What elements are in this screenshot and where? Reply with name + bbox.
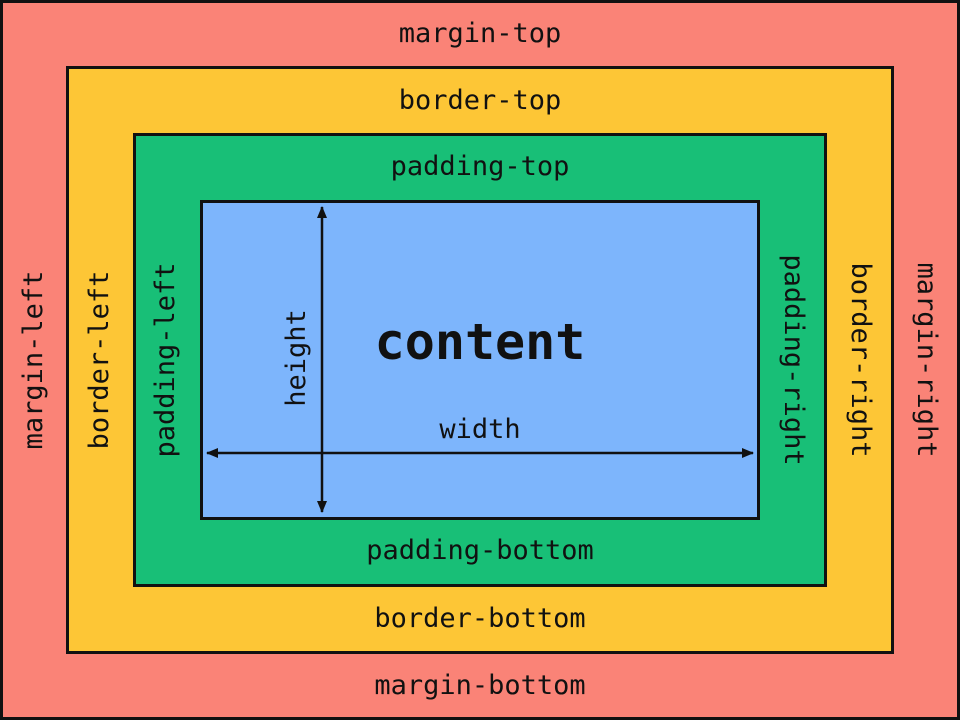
content-label: content	[374, 313, 586, 371]
content-area	[200, 200, 760, 520]
margin-bottom-label: margin-bottom	[374, 670, 586, 701]
height-label: height	[281, 309, 312, 407]
padding-bottom-label: padding-bottom	[366, 535, 594, 566]
margin-top-label: margin-top	[398, 18, 562, 49]
border-bottom-label: border-bottom	[374, 603, 586, 634]
border-top-label: border-top	[398, 85, 562, 116]
padding-top-label: padding-top	[390, 151, 570, 182]
width-label: width	[439, 414, 521, 445]
